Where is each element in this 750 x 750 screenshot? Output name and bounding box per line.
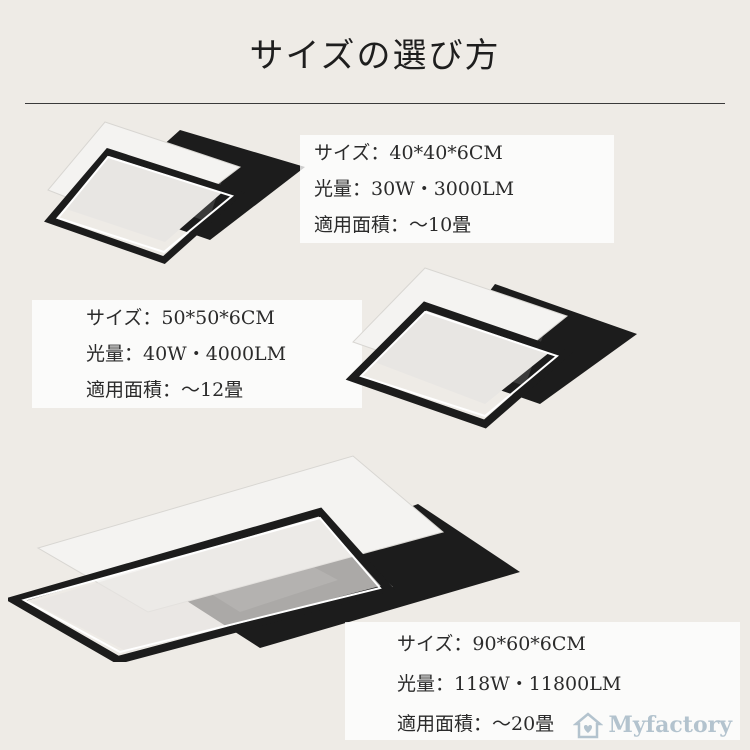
light-output-label: 光量：118W・11800LM bbox=[397, 673, 622, 695]
light-output-label: 光量：40W・4000LM bbox=[86, 343, 287, 365]
page-title: サイズの選び方 bbox=[249, 36, 501, 76]
lamp-50-image bbox=[345, 267, 637, 429]
spec-panel-50: サイズ：50*50*6CM 光量：40W・4000LM 適用面積：～12畳 bbox=[32, 300, 362, 408]
size-label: サイズ：50*50*6CM bbox=[86, 307, 275, 329]
area-label: 適用面積：～12畳 bbox=[86, 379, 244, 401]
brand-watermark: Myfactory bbox=[572, 710, 732, 740]
brand-name: Myfactory bbox=[608, 712, 732, 738]
area-label: 適用面積：～20畳 bbox=[397, 713, 555, 735]
light-output-label: 光量：30W・3000LM bbox=[314, 178, 515, 200]
size-label: サイズ：90*60*6CM bbox=[397, 633, 586, 655]
spec-panel-40: サイズ：40*40*6CM 光量：30W・3000LM 適用面積：～10畳 bbox=[300, 135, 614, 243]
house-heart-icon bbox=[572, 712, 603, 739]
divider bbox=[25, 103, 725, 104]
lamp-40-image bbox=[44, 121, 305, 264]
size-label: サイズ：40*40*6CM bbox=[314, 142, 503, 164]
lamp-90-image bbox=[8, 455, 520, 662]
spec-panel-90: サイズ：90*60*6CM 光量：118W・11800LM 適用面積：～20畳 bbox=[345, 622, 740, 740]
area-label: 適用面積：～10畳 bbox=[314, 214, 472, 236]
